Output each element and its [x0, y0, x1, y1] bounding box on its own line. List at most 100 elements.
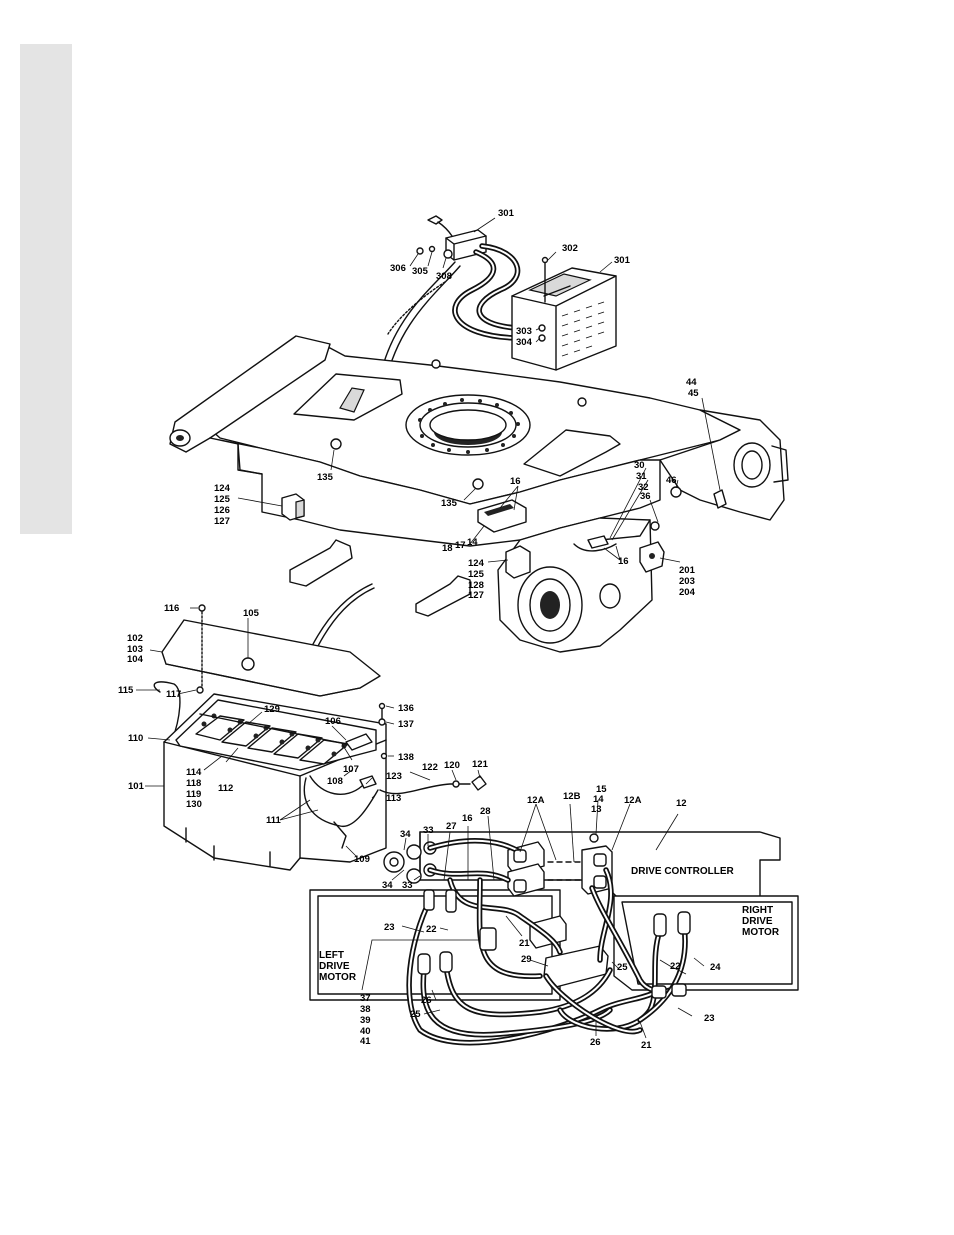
callout: 115 [118, 685, 134, 696]
callout: 123 [386, 771, 402, 782]
callouts: 301 306 305 308 302 301 303 304 44 45 13… [118, 208, 721, 1051]
callout: 125 [468, 569, 485, 580]
callout: 26 [590, 1037, 601, 1048]
callout: 137 [398, 719, 414, 730]
callout: 125 [214, 494, 231, 505]
captions: DRIVE CONTROLLER RIGHT DRIVE MOTOR LEFT … [319, 866, 780, 983]
page-side-tab [20, 44, 72, 534]
leader-lines [136, 217, 721, 1039]
callout: 103 [127, 644, 143, 655]
callout: 305 [412, 266, 429, 277]
callout: 104 [127, 654, 144, 665]
drive-assembly [309, 831, 799, 1046]
callout: 204 [679, 587, 696, 598]
callout: 17 [455, 540, 466, 551]
callout: 30 [634, 460, 645, 471]
caption-drive-controller: DRIVE CONTROLLER [631, 866, 735, 877]
callout: 14 [593, 794, 604, 805]
callout: 120 [444, 760, 460, 771]
callout: 301 [614, 255, 631, 266]
callout: 37 [360, 993, 371, 1004]
main-frame [169, 335, 789, 653]
callout: 117 [166, 689, 181, 700]
callout: 130 [186, 799, 202, 810]
callout: 16 [510, 476, 521, 487]
callout: 129 [264, 704, 280, 715]
callout: 34 [382, 880, 393, 891]
callout: 135 [317, 472, 334, 483]
callout: 124 [468, 558, 485, 569]
callout: 44 [686, 377, 697, 388]
callout: 201 [679, 565, 696, 576]
callout: 126 [214, 505, 230, 516]
callout: 32 [638, 482, 649, 493]
callout: 36 [640, 491, 651, 502]
callout: 12A [624, 795, 642, 806]
callout: 138 [398, 752, 414, 763]
callout: 24 [710, 962, 721, 973]
callout: 23 [384, 922, 395, 933]
callout: 302 [562, 243, 578, 254]
callout: 111 [266, 815, 282, 826]
callout: 46 [666, 475, 677, 486]
callout: 112 [218, 783, 233, 794]
caption-left-motor-line3: MOTOR [319, 972, 357, 983]
callout: 109 [354, 854, 370, 865]
caption-left-motor-line1: LEFT [319, 950, 344, 961]
callout: 21 [519, 938, 530, 949]
callout: 21 [641, 1040, 652, 1051]
callout: 27 [446, 821, 457, 832]
callout: 22 [670, 961, 681, 972]
callout: 135 [441, 498, 458, 509]
callout: 40 [360, 1026, 371, 1037]
callout: 306 [390, 263, 406, 274]
callout: 114 [186, 767, 202, 778]
battery-assembly [153, 583, 487, 871]
callout: 31 [636, 471, 647, 482]
callout: 102 [127, 633, 143, 644]
callout: 29 [521, 954, 532, 965]
callout: 108 [327, 776, 343, 787]
callout: 121 [472, 759, 489, 770]
callout: 127 [468, 590, 484, 601]
callout: 16 [462, 813, 473, 824]
callout: 26 [421, 995, 432, 1006]
callout: 301 [498, 208, 515, 219]
callout: 12B [563, 791, 581, 802]
callout: 13 [591, 804, 602, 815]
callout: 106 [325, 716, 341, 727]
callout: 34 [400, 829, 411, 840]
callout: 119 [186, 789, 201, 800]
callout: 105 [243, 608, 260, 619]
callout: 25 [410, 1009, 421, 1020]
callout: 118 [186, 778, 201, 789]
callout: 124 [214, 483, 231, 494]
callout: 128 [468, 580, 484, 591]
caption-left-motor-line2: DRIVE [319, 961, 350, 972]
callout: 136 [398, 703, 414, 714]
callout: 107 [343, 764, 359, 775]
callout: 303 [516, 326, 532, 337]
caption-right-motor-line3: MOTOR [742, 927, 780, 938]
caption-right-motor-line1: RIGHT [742, 905, 773, 916]
callout: 23 [704, 1013, 715, 1024]
callout: 38 [360, 1004, 371, 1015]
callout: 15 [596, 784, 607, 795]
callout: 41 [360, 1036, 371, 1047]
callout: 28 [480, 806, 491, 817]
callout: 116 [164, 603, 179, 614]
callout: 12A [527, 795, 545, 806]
callout: 12 [676, 798, 687, 809]
callout: 16 [618, 556, 629, 567]
callout: 22 [426, 924, 437, 935]
callout: 18 [442, 543, 453, 554]
callout: 45 [688, 388, 699, 399]
callout: 304 [516, 337, 533, 348]
callout: 122 [422, 762, 438, 773]
caption-right-motor-line2: DRIVE [742, 916, 773, 927]
callout: 127 [214, 516, 230, 527]
callout: 25 [617, 962, 628, 973]
callout: 110 [128, 733, 143, 744]
callout: 101 [128, 781, 145, 792]
